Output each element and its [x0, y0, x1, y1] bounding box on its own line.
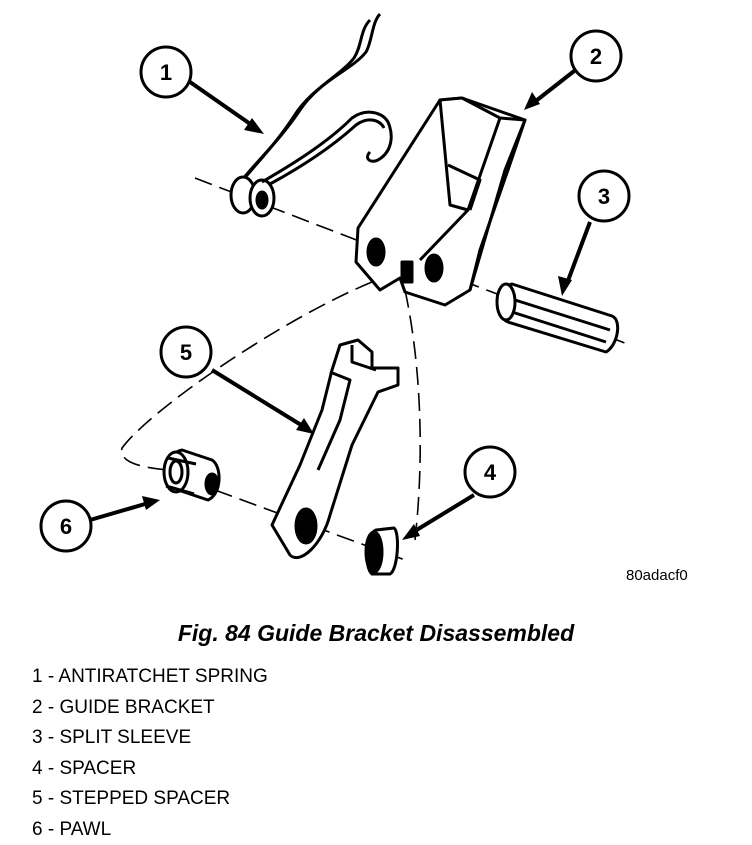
leader-arrow-1 [190, 82, 256, 128]
callout-2-label: 2 [590, 44, 602, 69]
leader-arrow-3 [566, 222, 590, 286]
image-code: 80adacf0 [626, 567, 688, 584]
parts-legend: 1 - ANTIRATCHET SPRING 2 - GUIDE BRACKET… [32, 662, 268, 845]
callout-6: 6 [41, 501, 91, 551]
stepped-spacer-part [272, 340, 398, 558]
callout-4: 4 [465, 447, 515, 497]
exploded-diagram: 1 2 3 4 5 6 [0, 0, 752, 610]
arrowhead-6 [142, 496, 160, 510]
legend-item: 5 - STEPPED SPACER [32, 784, 268, 815]
leader-arrow-2 [532, 68, 578, 104]
guide-bracket-part [356, 98, 525, 305]
callout-3: 3 [579, 171, 629, 221]
figure-caption: Fig. 84 Guide Bracket Disassembled [0, 620, 752, 647]
arrowhead-4 [402, 524, 420, 540]
split-sleeve-part [497, 284, 618, 352]
callout-1: 1 [141, 47, 191, 97]
arrowhead-2 [524, 92, 540, 110]
legend-item: 6 - PAWL [32, 815, 268, 845]
pawl-part [164, 450, 219, 500]
leader-arrow-5 [212, 370, 306, 428]
legend-item: 3 - SPLIT SLEEVE [32, 723, 268, 754]
callout-4-label: 4 [484, 460, 497, 485]
leader-arrow-4 [410, 495, 474, 534]
callout-3-label: 3 [598, 184, 610, 209]
leader-arrow-6 [90, 502, 152, 520]
callout-2: 2 [571, 31, 621, 81]
callout-1-label: 1 [160, 60, 172, 85]
spacer-part [366, 528, 397, 574]
legend-item: 4 - SPACER [32, 754, 268, 785]
antiratchet-spring-part [231, 14, 391, 216]
legend-item: 1 - ANTIRATCHET SPRING [32, 662, 268, 693]
callout-5: 5 [161, 327, 211, 377]
callout-6-label: 6 [60, 514, 72, 539]
arrowhead-5 [296, 418, 314, 434]
legend-item: 2 - GUIDE BRACKET [32, 693, 268, 724]
callout-5-label: 5 [180, 340, 192, 365]
